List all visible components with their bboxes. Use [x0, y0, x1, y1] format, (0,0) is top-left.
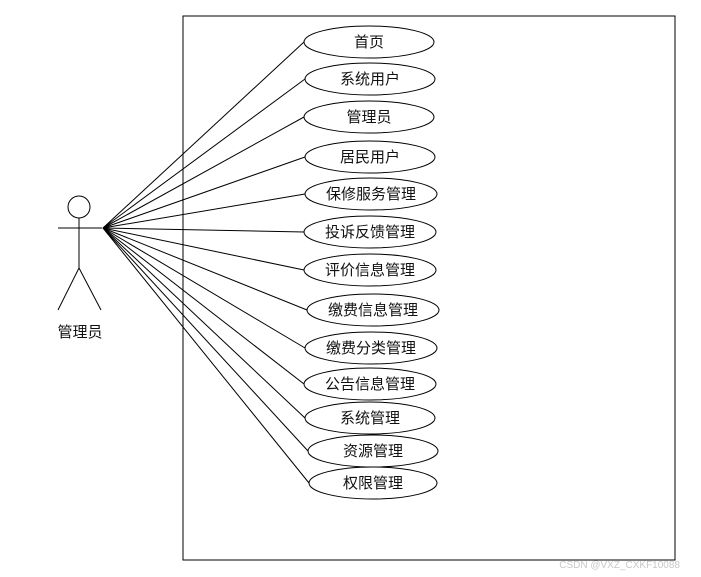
association-line	[102, 227, 305, 233]
association-line	[102, 156, 306, 229]
association-line	[102, 227, 310, 484]
association-line	[102, 227, 309, 452]
actor-left-leg	[57, 267, 80, 311]
use-case: 系统管理	[304, 401, 436, 435]
use-case-ellipse	[303, 215, 437, 249]
use-case: 首页	[303, 25, 435, 59]
use-case-ellipse	[308, 466, 438, 500]
watermark: CSDN @VXZ_CXKF10088	[559, 560, 680, 571]
association-line	[102, 227, 308, 311]
association-line	[102, 227, 306, 419]
association-line	[102, 116, 305, 229]
use-case-label: 管理员	[346, 108, 391, 126]
use-case-ellipse	[303, 25, 435, 59]
association-lines	[102, 41, 310, 484]
use-case: 评价信息管理	[303, 253, 437, 287]
use-case: 投诉反馈管理	[303, 215, 437, 249]
use-case: 公告信息管理	[303, 367, 437, 401]
actor-label: 管理员	[57, 323, 102, 341]
use-case-label: 缴费信息管理	[328, 301, 418, 319]
use-case-label: 保修服务管理	[326, 185, 416, 203]
use-case-ellipse	[304, 177, 438, 211]
use-case: 缴费分类管理	[304, 331, 438, 365]
use-case-ellipse	[304, 401, 436, 435]
use-case: 保修服务管理	[304, 177, 438, 211]
system-boundary	[182, 15, 676, 561]
use-case-ellipse	[303, 253, 437, 287]
association-line	[102, 78, 306, 229]
use-case-label: 缴费分类管理	[326, 339, 416, 357]
actor-head	[67, 195, 91, 219]
use-case-label: 系统管理	[340, 409, 400, 427]
use-case-ellipse	[303, 367, 437, 401]
association-line	[102, 193, 306, 229]
use-case-label: 公告信息管理	[325, 375, 415, 393]
use-case-ellipse	[304, 140, 436, 174]
use-case: 资源管理	[307, 434, 439, 468]
use-case-label: 居民用户	[340, 148, 400, 166]
use-case-label: 首页	[354, 33, 384, 51]
association-line	[102, 227, 306, 349]
association-line	[102, 227, 305, 385]
use-case-label: 系统用户	[340, 70, 400, 88]
use-cases: 首页系统用户管理员居民用户保修服务管理投诉反馈管理评价信息管理缴费信息管理缴费分…	[303, 25, 440, 500]
use-case-label: 评价信息管理	[325, 261, 415, 279]
use-case: 缴费信息管理	[306, 293, 440, 327]
use-case-label: 投诉反馈管理	[325, 223, 415, 241]
use-case-ellipse	[303, 100, 435, 134]
use-case: 系统用户	[304, 62, 436, 96]
use-case-ellipse	[304, 331, 438, 365]
use-case: 权限管理	[308, 466, 438, 500]
use-case-ellipse	[306, 293, 440, 327]
use-case-label: 资源管理	[343, 442, 403, 460]
use-case-label: 权限管理	[343, 474, 403, 492]
actor-figure: 管理员	[57, 195, 103, 341]
actor-right-leg	[78, 267, 102, 311]
use-case: 管理员	[303, 100, 435, 134]
use-case-ellipse	[304, 62, 436, 96]
use-case: 居民用户	[304, 140, 436, 174]
association-line	[102, 227, 305, 271]
association-line	[102, 41, 305, 229]
